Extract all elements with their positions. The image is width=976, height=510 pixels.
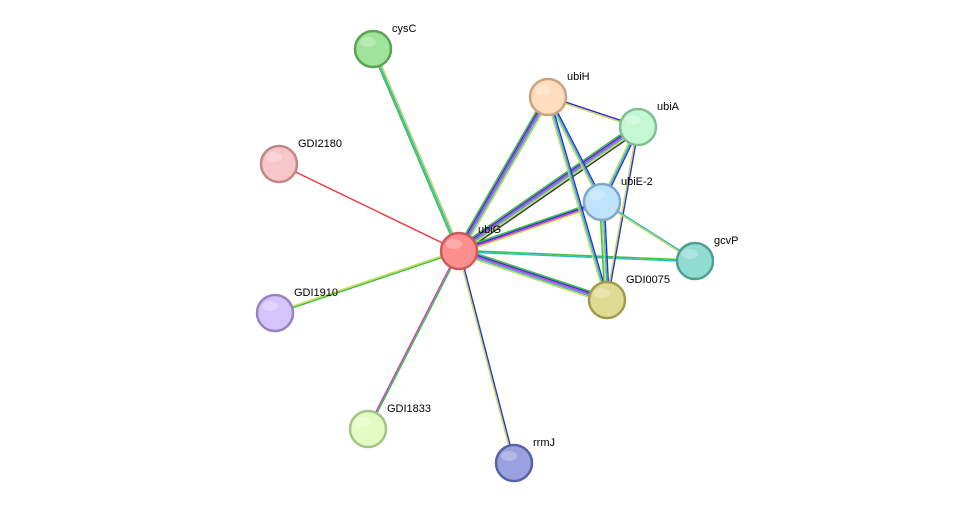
edge-line bbox=[459, 250, 516, 463]
node-circle[interactable] bbox=[348, 409, 388, 449]
edge-line bbox=[459, 248, 608, 300]
edge-line bbox=[458, 250, 608, 301]
node-label: GDI0075 bbox=[626, 274, 670, 286]
node-label: GDI2180 bbox=[298, 138, 342, 150]
edge-line bbox=[457, 124, 638, 250]
node-highlight bbox=[594, 288, 610, 298]
node-circle[interactable] bbox=[494, 443, 534, 483]
edge-line bbox=[460, 129, 641, 255]
node-GDI0075[interactable]: GDI0075 bbox=[587, 274, 670, 320]
edge-line bbox=[373, 48, 462, 251]
edge-line bbox=[459, 128, 640, 254]
edge-layer bbox=[274, 48, 696, 464]
edge-line bbox=[459, 203, 603, 254]
node-circle[interactable] bbox=[259, 144, 299, 184]
node-ubiH[interactable]: ubiH bbox=[528, 71, 590, 117]
node-GDI2180[interactable]: GDI2180 bbox=[259, 138, 342, 184]
edge-line bbox=[368, 251, 461, 430]
node-gcvP[interactable]: gcvP bbox=[675, 235, 738, 281]
edge-line bbox=[372, 48, 460, 252]
edge-ubiG-GDI0075[interactable] bbox=[457, 247, 609, 304]
node-highlight bbox=[501, 451, 517, 461]
node-circle[interactable] bbox=[582, 182, 622, 222]
edge-line bbox=[548, 95, 604, 202]
edge-ubiG-ubiA[interactable] bbox=[456, 123, 641, 255]
edge-line bbox=[278, 163, 460, 252]
node-GDI1833[interactable]: GDI1833 bbox=[348, 403, 431, 449]
edge-ubiH-ubiE-2[interactable] bbox=[546, 95, 604, 204]
node-label: cysC bbox=[392, 23, 417, 35]
node-layer: ubiG cysC GDI2180 ubiH ubiA ubiE-2 gcvP GDI0075… bbox=[255, 23, 738, 483]
edge-line bbox=[459, 127, 639, 253]
edge-line bbox=[547, 96, 608, 301]
edge-line bbox=[458, 251, 695, 263]
node-ubiE-2[interactable]: ubiE-2 bbox=[582, 176, 653, 222]
edge-line bbox=[458, 96, 549, 252]
edge-line bbox=[366, 250, 459, 429]
node-label: ubiG bbox=[478, 224, 501, 236]
edge-line bbox=[275, 251, 460, 315]
node-label: GDI1910 bbox=[294, 287, 338, 299]
node-highlight bbox=[360, 37, 376, 47]
node-rrmJ[interactable]: rrmJ bbox=[494, 437, 555, 483]
edge-ubiG-cysC[interactable] bbox=[370, 48, 462, 252]
node-highlight bbox=[682, 249, 698, 259]
node-label: gcvP bbox=[714, 235, 738, 247]
edge-line bbox=[459, 249, 696, 261]
node-highlight bbox=[355, 417, 371, 427]
node-highlight bbox=[446, 239, 462, 249]
edge-line bbox=[459, 97, 550, 253]
node-GDI1910[interactable]: GDI1910 bbox=[255, 287, 338, 333]
edge-line bbox=[458, 199, 602, 250]
edge-ubiG-GDI1833[interactable] bbox=[366, 250, 461, 430]
node-cysC[interactable]: cysC bbox=[353, 23, 417, 69]
node-highlight bbox=[625, 115, 641, 125]
edge-line bbox=[274, 249, 459, 313]
node-circle[interactable] bbox=[528, 77, 568, 117]
edge-line bbox=[607, 127, 640, 301]
node-highlight bbox=[589, 190, 605, 200]
node-label: GDI1833 bbox=[387, 403, 431, 415]
edge-line bbox=[460, 98, 552, 253]
edge-line bbox=[547, 96, 603, 203]
node-highlight bbox=[266, 152, 282, 162]
edge-line bbox=[457, 251, 514, 464]
node-highlight bbox=[535, 85, 551, 95]
edge-ubiG-GDI2180[interactable] bbox=[278, 163, 460, 252]
node-label: rrmJ bbox=[533, 437, 555, 449]
edge-ubiH-GDI0075[interactable] bbox=[545, 96, 610, 301]
edge-ubiG-gcvP[interactable] bbox=[458, 249, 696, 263]
edge-line bbox=[546, 97, 602, 204]
edge-line bbox=[370, 49, 459, 252]
edge-line bbox=[455, 95, 547, 250]
edge-line bbox=[458, 200, 602, 251]
node-label: ubiA bbox=[657, 101, 680, 113]
node-label: ubiH bbox=[567, 71, 590, 83]
edge-line bbox=[545, 97, 607, 301]
edge-ubiG-ubiE-2[interactable] bbox=[458, 199, 603, 254]
edge-line bbox=[457, 95, 548, 251]
node-circle[interactable] bbox=[353, 29, 393, 69]
node-circle[interactable] bbox=[587, 280, 627, 320]
edge-ubiG-ubiH[interactable] bbox=[455, 95, 552, 253]
node-highlight bbox=[262, 301, 278, 311]
edge-line bbox=[459, 202, 603, 253]
edge-line bbox=[548, 96, 610, 300]
edge-line bbox=[459, 247, 609, 298]
node-circle[interactable] bbox=[255, 293, 295, 333]
edge-line bbox=[458, 251, 607, 303]
node-label: ubiE-2 bbox=[621, 176, 653, 188]
edge-line bbox=[457, 253, 607, 304]
node-circle[interactable] bbox=[439, 231, 479, 271]
node-ubiA[interactable]: ubiA bbox=[618, 101, 680, 147]
edge-line bbox=[456, 123, 637, 249]
edge-ubiG-rrmJ[interactable] bbox=[457, 250, 516, 464]
node-circle[interactable] bbox=[618, 107, 658, 147]
edge-line bbox=[458, 125, 638, 251]
node-ubiG[interactable]: ubiG bbox=[439, 224, 501, 271]
edge-ubiG-GDI1910[interactable] bbox=[274, 249, 460, 315]
node-circle[interactable] bbox=[675, 241, 715, 281]
